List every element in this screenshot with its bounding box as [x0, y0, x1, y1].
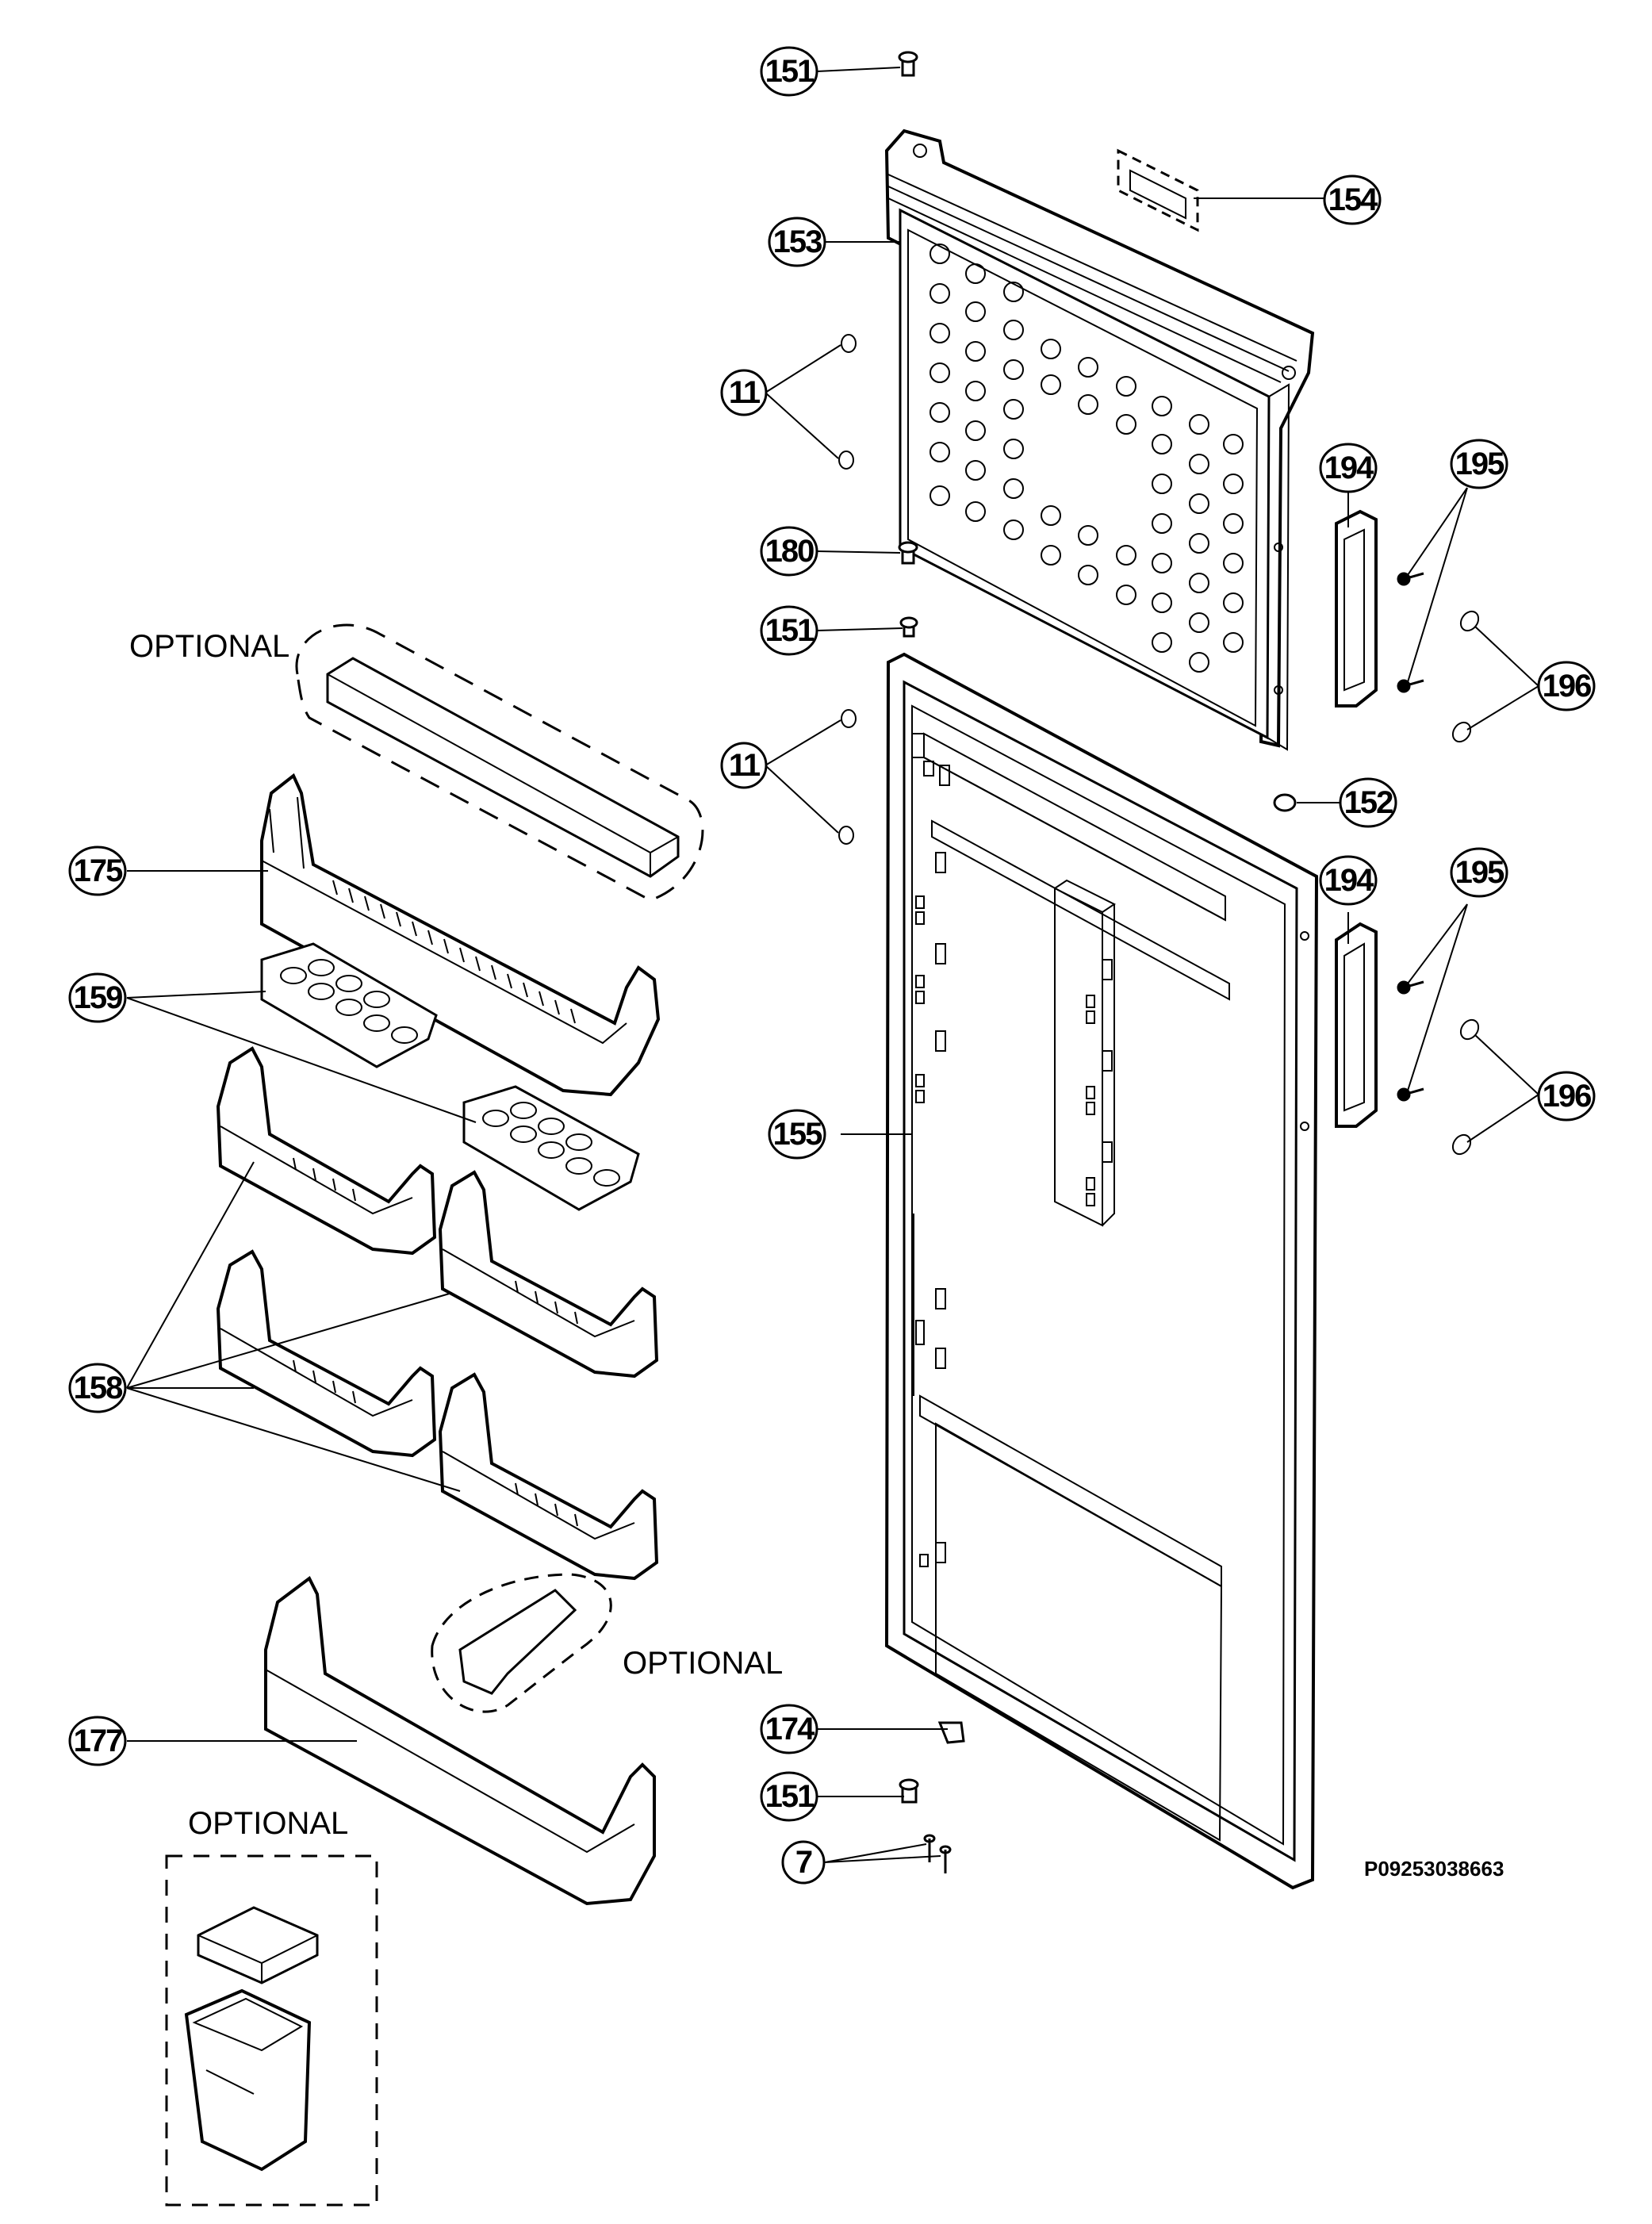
part-195-screws: [1397, 572, 1424, 1102]
fridge-door: [884, 652, 1319, 1890]
callout-194-lower-text: 194: [1324, 863, 1374, 898]
callout-152: 152: [1339, 777, 1397, 828]
callout-175: 175: [68, 846, 127, 896]
callout-151-top: 151: [760, 46, 818, 97]
part-194-hinge-cover-lower: [1335, 922, 1378, 1128]
callout-158-text: 158: [74, 1371, 123, 1405]
callout-7: 7: [781, 1840, 826, 1885]
callout-153: 153: [768, 217, 826, 267]
part-151-bushing-bottom: [899, 1778, 919, 1804]
callout-11-upper: 11: [720, 369, 768, 416]
callout-11-lower: 11: [720, 742, 768, 789]
callout-11-upper-text: 11: [729, 375, 761, 410]
optional-lid-top: [295, 623, 704, 902]
callout-195-upper-text: 195: [1455, 447, 1504, 481]
part-11-plugs-lower: [838, 709, 857, 845]
callout-11-lower-text: 11: [729, 748, 761, 783]
part-194-hinge-cover-upper: [1335, 509, 1378, 707]
fridge-door-slots: [915, 761, 1113, 1567]
callout-174: 174: [760, 1704, 818, 1754]
optional-ice-box: [165, 1854, 378, 2207]
optional-egg-scoop: [431, 1573, 612, 1713]
freezer-door-dimples: [929, 243, 1244, 673]
freezer-door: [884, 128, 1315, 751]
callout-194-upper-text: 194: [1324, 451, 1374, 485]
part-174-hinge-bracket: [937, 1721, 965, 1744]
callout-180-text: 180: [765, 534, 814, 569]
part-7-screws: [923, 1834, 952, 1873]
callout-151-bottom: 151: [760, 1771, 818, 1822]
callout-196-upper-text: 196: [1543, 669, 1591, 704]
part-159-egg-tray-lower: [462, 1085, 640, 1211]
leader-lines: [126, 67, 1539, 1863]
part-158-bin-3: [216, 1249, 437, 1458]
callout-177: 177: [68, 1716, 127, 1766]
part-151-bushing-mid: [899, 616, 918, 638]
part-158-bin-1: [216, 1046, 437, 1256]
callout-177-text: 177: [74, 1724, 122, 1758]
callout-175-text: 175: [74, 853, 123, 888]
callout-194-upper: 194: [1319, 443, 1378, 493]
callout-195-lower: 195: [1450, 847, 1508, 898]
callout-151-mid: 151: [760, 605, 818, 656]
part-11-plugs-upper: [838, 334, 857, 470]
part-152-plug: [1273, 793, 1297, 812]
callout-152-text: 152: [1344, 785, 1393, 820]
callout-174-text: 174: [765, 1712, 815, 1747]
callout-151-top-text: 151: [765, 54, 815, 89]
callout-196-upper: 196: [1537, 661, 1596, 711]
part-180-bushing: [898, 541, 918, 565]
callout-158: 158: [68, 1363, 127, 1413]
part-177-bottle-balcony: [264, 1575, 656, 1906]
callout-196-lower: 196: [1537, 1071, 1596, 1122]
drawing-code: P09253038663: [1364, 1857, 1504, 1881]
callout-194-lower: 194: [1319, 855, 1378, 906]
callout-7-text: 7: [795, 1845, 812, 1880]
callout-153-text: 153: [773, 224, 822, 259]
optional-label-top: OPTIONAL: [129, 629, 289, 664]
optional-label-bottom: OPTIONAL: [188, 1806, 348, 1841]
callout-159-text: 159: [74, 980, 122, 1015]
optional-label-mid: OPTIONAL: [623, 1646, 783, 1681]
callout-180: 180: [760, 526, 818, 577]
part-151-bushing-top: [898, 51, 918, 77]
callout-195-lower-text: 195: [1455, 855, 1504, 890]
part-158-bin-2: [438, 1170, 659, 1378]
part-154-label-sticker: [1117, 148, 1199, 232]
part-159-egg-tray-upper: [260, 942, 438, 1068]
callout-159: 159: [68, 972, 127, 1023]
callout-155: 155: [768, 1109, 826, 1160]
part-158-bin-4: [438, 1372, 659, 1581]
part-196-plugs: [1451, 610, 1480, 1156]
part-175-balcony: [260, 773, 661, 1097]
callout-196-lower-text: 196: [1543, 1079, 1591, 1114]
callout-154: 154: [1323, 174, 1382, 225]
callout-155-text: 155: [773, 1117, 822, 1152]
callout-151-mid-text: 151: [765, 613, 815, 648]
callout-154-text: 154: [1328, 182, 1378, 217]
callout-195-upper: 195: [1450, 439, 1508, 489]
callout-151-bottom-text: 151: [765, 1779, 815, 1814]
